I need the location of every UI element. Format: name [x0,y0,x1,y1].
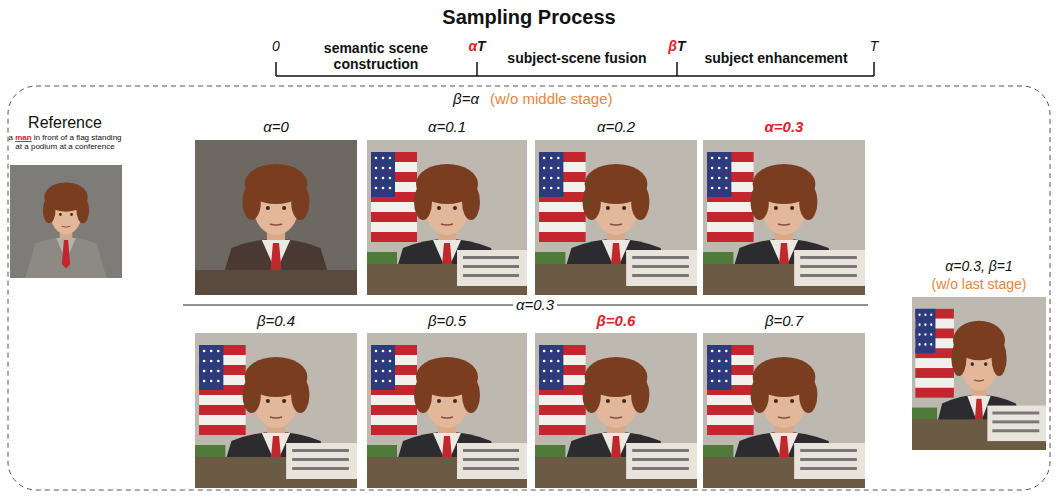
figure-label: (w/o last stage) [932,276,1027,292]
figure-label: β=0.7 [765,312,803,329]
figure-label: subject enhancement [704,50,847,66]
timeline-axis [276,75,874,77]
timeline-tick [676,62,678,76]
timeline-tick [476,62,478,76]
generated-image [703,140,865,295]
figure-label: T [870,38,879,54]
figure-title: Sampling Process [442,6,615,29]
figure-label: β=α [450,90,482,107]
figure-label: α=0.3, β=1 [945,258,1012,274]
generated-image [912,297,1046,450]
figure-label: subject-scene fusion [507,50,646,66]
figure-label: α=0.1 [428,118,466,135]
figure-label: α=0 [263,118,289,135]
timeline-tick [275,62,277,76]
figure-label: α=0.3 [765,118,804,135]
generated-image [367,140,527,295]
generated-image [367,333,527,488]
generated-image [10,165,122,278]
figure-label: a man in front of a flag standing at a p… [6,133,124,151]
figure-label: β=0.5 [428,312,466,329]
generated-image [703,333,865,488]
figure-label: α=0.3 [513,296,557,313]
generated-image [195,333,357,488]
figure-label: αT [468,38,485,54]
figure-label: Reference [28,114,102,132]
timeline-tick [873,62,875,76]
figure-label: β=0.4 [257,312,295,329]
dashed-frame [8,86,1050,490]
figure-label: α=0.2 [597,118,635,135]
figure-label: semantic scene construction [286,40,466,72]
generated-image [535,333,697,488]
figure-label: β=0.6 [597,312,636,329]
generated-image [535,140,697,295]
generated-image [195,140,357,295]
figure-label: 0 [272,38,280,54]
figure-label: βT [668,38,685,54]
figure-label: (w/o middle stage) [487,90,616,107]
